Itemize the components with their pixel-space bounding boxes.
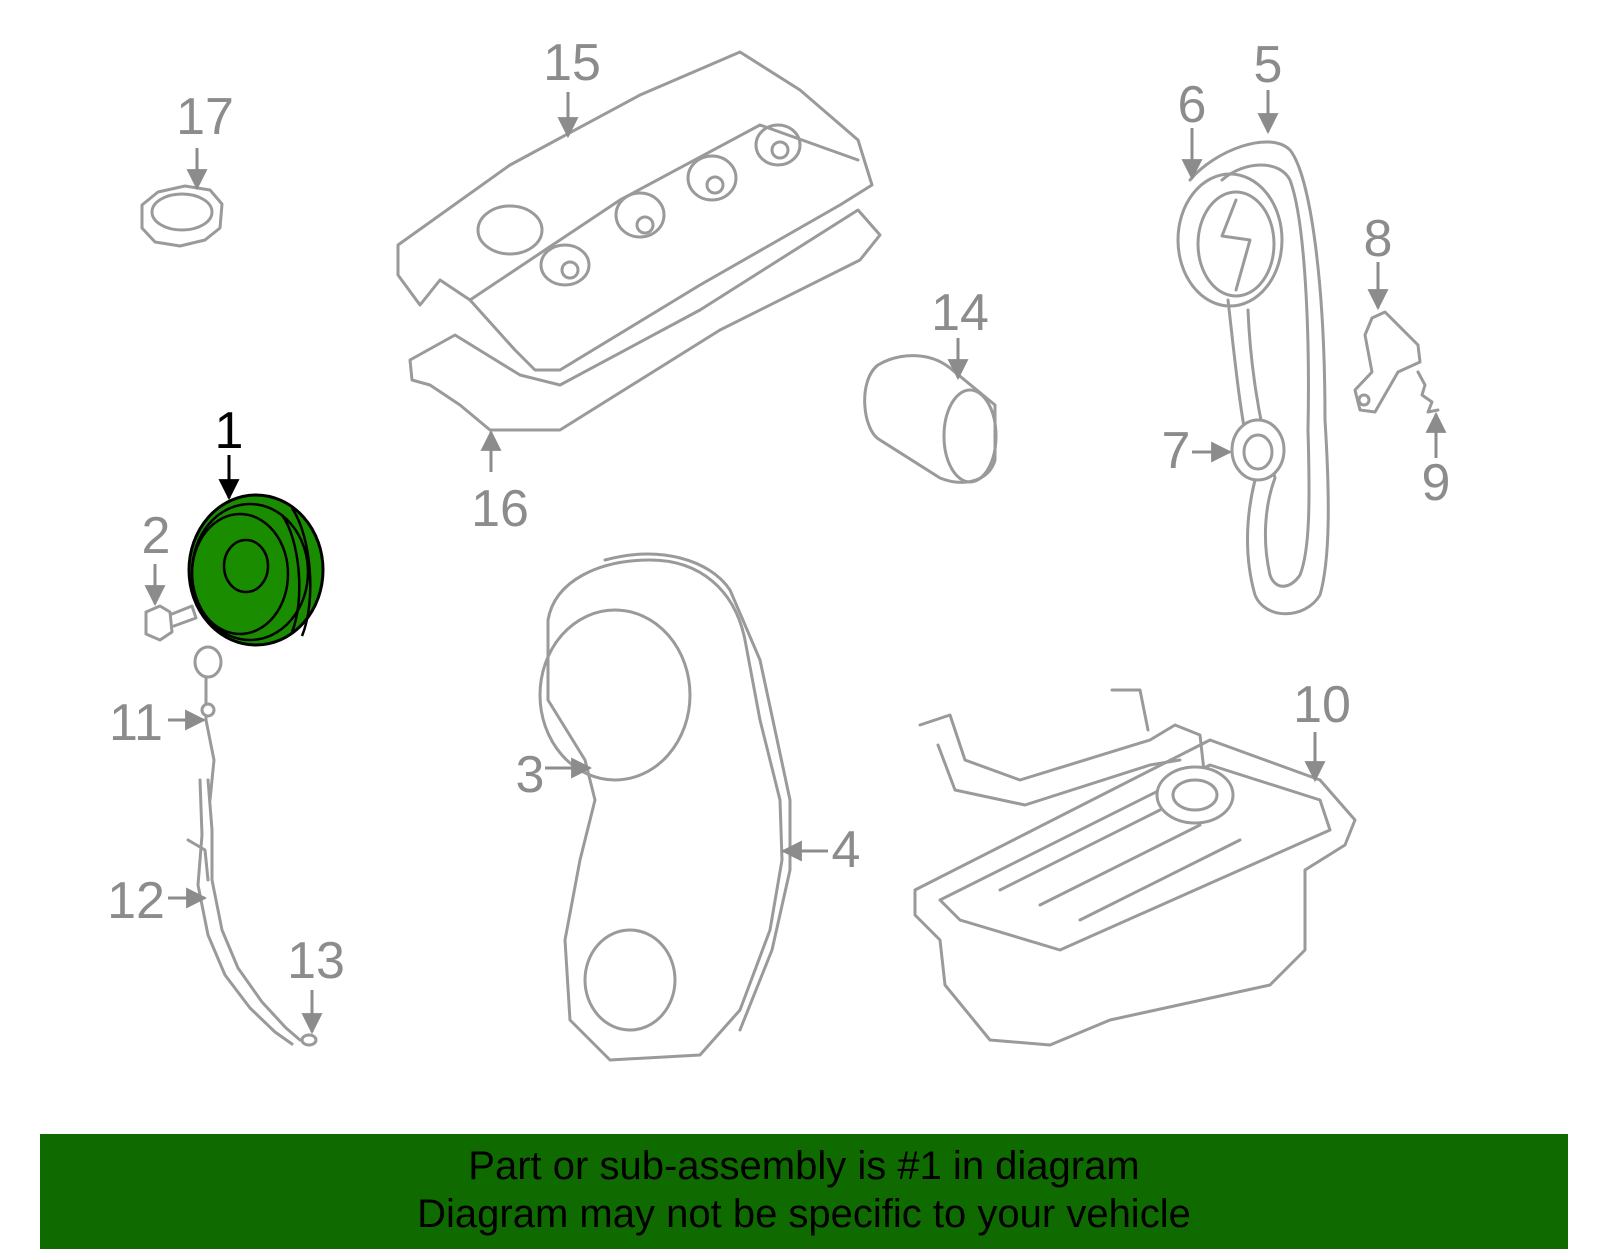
part-4-timing-cover-inner[interactable] bbox=[603, 552, 792, 1032]
callout-13-label: 13 bbox=[287, 932, 345, 990]
part-14-oil-filter[interactable] bbox=[863, 354, 998, 484]
callout-9-label: 9 bbox=[1422, 454, 1451, 512]
part-1-crankshaft-pulley[interactable] bbox=[187, 493, 325, 647]
part-15-valve-cover[interactable] bbox=[396, 50, 874, 372]
part-17-oil-filler-cap[interactable] bbox=[140, 184, 224, 248]
callout-7-label: 7 bbox=[1162, 422, 1191, 480]
part-12-dipstick-tube[interactable] bbox=[186, 778, 302, 1046]
callout-16-label: 16 bbox=[471, 480, 529, 538]
part-7-tensioner[interactable] bbox=[1230, 418, 1286, 482]
callout-1-label: 1 bbox=[215, 402, 244, 460]
callout-3-label: 3 bbox=[516, 746, 545, 804]
callout-6-label: 6 bbox=[1178, 76, 1207, 134]
callout-8-label: 8 bbox=[1364, 210, 1393, 268]
part-2-bolt[interactable] bbox=[144, 604, 198, 642]
callout-14-label: 14 bbox=[931, 284, 989, 342]
part-8-bracket[interactable] bbox=[1353, 310, 1422, 414]
callout-2-label: 2 bbox=[142, 507, 171, 565]
callout-12-label: 12 bbox=[107, 872, 165, 930]
oil-pickup-tube[interactable] bbox=[918, 688, 1235, 825]
part-10-oil-pan[interactable] bbox=[913, 738, 1357, 1047]
callout-17-label: 17 bbox=[176, 88, 234, 146]
part-11-dipstick[interactable] bbox=[193, 645, 223, 802]
callout-10-label: 10 bbox=[1293, 676, 1351, 734]
part-16-valve-cover-gasket[interactable] bbox=[408, 208, 882, 432]
footer-banner: Part or sub-assembly is #1 in diagram Di… bbox=[40, 1134, 1568, 1249]
part-3-timing-cover[interactable] bbox=[538, 558, 784, 1062]
callout-4-label: 4 bbox=[832, 821, 861, 879]
part-9-spring[interactable] bbox=[1416, 370, 1440, 414]
footer-line-1: Part or sub-assembly is #1 in diagram bbox=[468, 1144, 1140, 1188]
callout-5-label: 5 bbox=[1254, 36, 1283, 94]
callout-15-label: 15 bbox=[543, 34, 601, 92]
callout-11-label: 11 bbox=[109, 694, 163, 752]
part-13-o-ring[interactable] bbox=[300, 1033, 318, 1047]
part-6-cam-sprocket[interactable] bbox=[1176, 172, 1284, 308]
footer-line-2: Diagram may not be specific to your vehi… bbox=[417, 1192, 1191, 1236]
